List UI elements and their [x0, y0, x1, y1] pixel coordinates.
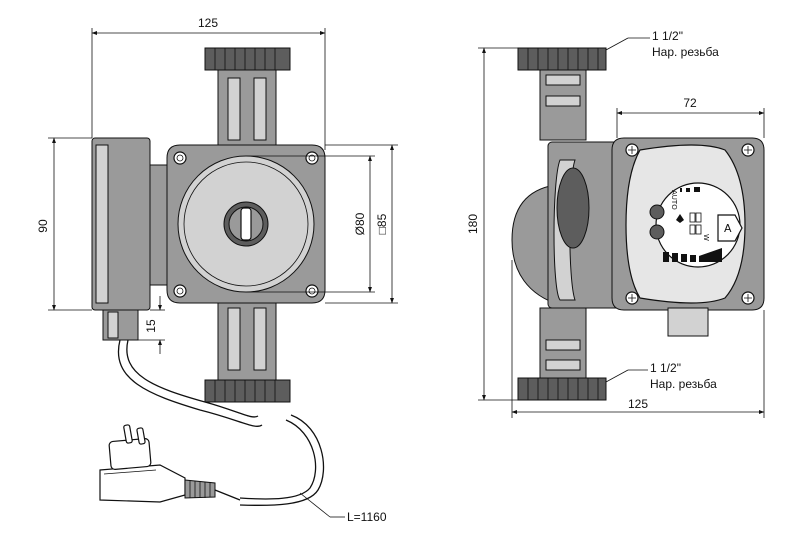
dim-box-width: 72 [616, 96, 765, 138]
heart-mode-icon [649, 204, 665, 220]
bottom-thread-callout: 1 1/2" Нар. резьба [605, 361, 717, 391]
cable-length-callout: L=1160 [299, 492, 387, 524]
mode-letter: A [724, 222, 732, 235]
cable-length-label: L=1160 [347, 510, 387, 524]
power-cable [117, 339, 263, 427]
auto-label: AUTO [670, 190, 678, 210]
power-plug [99, 424, 241, 503]
dim-pipe-offset: 15 [138, 296, 165, 354]
dim-left-width: 125 [91, 16, 326, 150]
left-view: 125 90 15 Ø80 □85 [36, 16, 398, 524]
dim-pipe-offset-label: 15 [144, 319, 158, 333]
dim-right-height-label: 180 [466, 214, 480, 234]
fan-icon [676, 214, 684, 223]
top-thread-size: 1 1/2" [652, 29, 683, 43]
corner-bolts [173, 151, 319, 298]
dim-box-width-label: 72 [683, 96, 697, 110]
top-thread-text: Нар. резьба [652, 45, 719, 59]
dim-right-width: 125 [511, 260, 765, 418]
box-screws [625, 143, 755, 305]
right-top-connector [517, 47, 607, 141]
dim-left-height: 90 [36, 137, 92, 311]
dim-right-height: 180 [466, 47, 518, 401]
top-thread-callout: 1 1/2" Нар. резьба [605, 29, 719, 59]
dim-right-width-label: 125 [628, 397, 648, 411]
dim-left-height-label: 90 [36, 219, 50, 233]
dim-diameter: Ø80 [246, 155, 375, 293]
dim-left-width-label: 125 [198, 16, 218, 30]
left-bottom-connector [204, 299, 291, 403]
dim-square-label: □85 [375, 213, 389, 234]
right-bottom-connector [517, 307, 607, 401]
bottom-thread-size: 1 1/2" [650, 361, 681, 375]
dim-diameter-label: Ø80 [353, 212, 367, 235]
control-box: AUTO W A [611, 137, 765, 337]
dim-square: □85 [325, 144, 398, 304]
bottom-thread-text: Нар. резьба [650, 377, 717, 391]
power-unit-label: W [702, 234, 710, 241]
mode-button-icon[interactable] [717, 214, 743, 242]
control-panel: AUTO W A [649, 187, 743, 262]
speed-level-bars [663, 248, 722, 262]
night-mode-icon [649, 224, 665, 240]
left-top-connector [204, 47, 291, 151]
right-view: AUTO W A [466, 29, 765, 418]
